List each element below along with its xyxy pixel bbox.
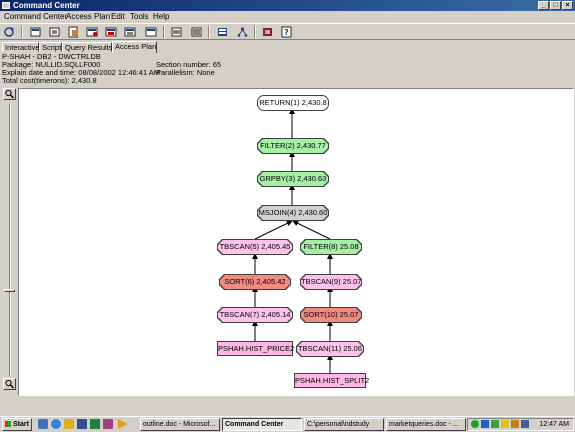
plan-edges bbox=[252, 108, 333, 373]
magnifier-icon bbox=[5, 89, 14, 99]
desktop-icon[interactable] bbox=[38, 419, 48, 429]
tray-db2-icon[interactable] bbox=[491, 420, 499, 428]
table-hist-split2[interactable]: PSHAH.HIST_SPLIT2 bbox=[294, 373, 369, 388]
tray-network-icon[interactable] bbox=[471, 420, 479, 428]
details-icon[interactable] bbox=[124, 26, 137, 38]
zoom-in-button[interactable] bbox=[3, 88, 16, 100]
taskbar-command-center[interactable]: Command Center bbox=[222, 418, 302, 431]
title-bar: Command Center _ □ × bbox=[0, 0, 575, 11]
print-icon[interactable] bbox=[145, 26, 158, 38]
node-tbscan-11[interactable]: TBSCAN(11) 25.06 bbox=[297, 342, 363, 356]
section-number-label: Section number: 65 bbox=[156, 60, 222, 69]
plan-info-panel: P-SHAH - DB2 - DWCTRLDB Package: NULLID.… bbox=[2, 53, 572, 87]
taskbar-outline-doc[interactable]: outline.doc - Microsof... bbox=[140, 418, 220, 431]
menu-command-center[interactable]: Command Center bbox=[4, 12, 68, 21]
parallelism-label: Parallelism: None bbox=[156, 68, 215, 77]
ie-icon[interactable] bbox=[51, 419, 61, 429]
clock[interactable]: 12:47 AM bbox=[539, 421, 569, 428]
access-plan-graph[interactable]: RETURN(1) 2,430.8 FILTER(2) 2,430.77 GRP… bbox=[18, 88, 574, 396]
maximize-button[interactable]: □ bbox=[550, 1, 561, 10]
open-icon[interactable] bbox=[29, 26, 42, 38]
query-icon[interactable] bbox=[86, 26, 99, 38]
tab-interactive[interactable]: Interactive bbox=[2, 42, 40, 52]
svg-text:?: ? bbox=[284, 28, 289, 37]
windows-logo-icon bbox=[5, 421, 11, 428]
tab-script[interactable]: Script bbox=[39, 42, 62, 52]
node-sort-10[interactable]: SORT(10) 25.07 bbox=[301, 308, 361, 322]
node-filter-2[interactable]: FILTER(2) 2,430.77 bbox=[258, 139, 328, 153]
taskbar-marketqueries-doc[interactable]: marketqueries.doc - ... bbox=[386, 418, 466, 431]
app-icon bbox=[2, 2, 10, 9]
menu-edit[interactable]: Edit bbox=[111, 12, 125, 21]
node-return[interactable]: RETURN(1) 2,430.8 bbox=[257, 95, 329, 111]
tray-app-icon[interactable] bbox=[481, 420, 489, 428]
menu-help[interactable]: Help bbox=[153, 12, 170, 21]
zoom-slider bbox=[1, 88, 17, 396]
menu-access-plan[interactable]: Access Plan bbox=[66, 12, 111, 21]
word-icon[interactable] bbox=[77, 419, 87, 429]
script-icon[interactable] bbox=[67, 26, 80, 38]
tab-access-plan[interactable]: Access Plan bbox=[112, 41, 157, 53]
tab-strip: Interactive Script Query Results Access … bbox=[0, 41, 575, 53]
menu-tools[interactable]: Tools bbox=[130, 12, 149, 21]
help-icon[interactable]: ? bbox=[280, 26, 293, 38]
tray-monitor-icon[interactable] bbox=[521, 420, 529, 428]
zoom-track[interactable] bbox=[9, 104, 11, 376]
close-button[interactable]: × bbox=[562, 1, 573, 10]
outlook-icon[interactable] bbox=[64, 419, 74, 429]
node-msjoin-4[interactable]: MSJOIN(4) 2,430.60 bbox=[258, 206, 328, 220]
magnifier-icon bbox=[5, 379, 14, 389]
save-icon[interactable] bbox=[48, 26, 61, 38]
total-cost-label: Total cost(timerons): 2,430.8 bbox=[2, 76, 97, 85]
node-sort-6[interactable]: SORT(6) 2,405.42 bbox=[220, 275, 290, 289]
excel-icon[interactable] bbox=[90, 419, 100, 429]
edge-tbscan5-msjoin4 bbox=[254, 220, 293, 240]
minimize-button[interactable]: _ bbox=[538, 1, 549, 10]
tray-volume-icon[interactable] bbox=[501, 420, 509, 428]
taskbar: Start outline.doc - Microsof... Command … bbox=[0, 416, 575, 432]
start-button[interactable]: Start bbox=[2, 418, 32, 431]
node-tbscan-5[interactable]: TBSCAN(5) 2,405.45 bbox=[218, 240, 292, 254]
copy-icon[interactable] bbox=[105, 26, 118, 38]
refresh-icon[interactable] bbox=[3, 26, 16, 38]
node-tbscan-7[interactable]: TBSCAN(7) 2,405.14 bbox=[218, 308, 292, 322]
tab-query-results[interactable]: Query Results bbox=[62, 42, 113, 52]
stop-icon[interactable] bbox=[261, 26, 274, 38]
app-icon-2[interactable] bbox=[103, 419, 113, 429]
toolbar: ? bbox=[0, 23, 575, 40]
node-tbscan-9[interactable]: TBSCAN(9) 25.07 bbox=[301, 275, 361, 289]
zoom-out-button[interactable] bbox=[3, 378, 16, 390]
graph-icon[interactable] bbox=[170, 26, 183, 38]
tree-icon[interactable] bbox=[236, 26, 249, 38]
node-filter-8[interactable]: FILTER(8) 25.08 bbox=[301, 240, 361, 254]
tray-tool-icon[interactable] bbox=[511, 420, 519, 428]
database-label: P-SHAH - DB2 - DWCTRLDB bbox=[2, 52, 101, 61]
node-grpby-3[interactable]: GRPBY(3) 2,430.63 bbox=[258, 172, 328, 186]
statistics-icon[interactable] bbox=[190, 26, 203, 38]
edge-filter8-msjoin4 bbox=[292, 220, 331, 240]
book-icon[interactable] bbox=[216, 26, 229, 38]
window-title: Command Center bbox=[13, 1, 80, 10]
table-hist-price2[interactable]: PSHAH.HIST_PRICE2 bbox=[217, 341, 294, 356]
taskbar-explorer-folder[interactable]: C:\personal\ndstudy bbox=[304, 418, 384, 431]
more-icon[interactable] bbox=[118, 419, 128, 429]
menu-bar: Command Center Access Plan Edit Tools He… bbox=[0, 11, 575, 22]
explain-date-label: Explain date and time: 08/08/2002 12:46:… bbox=[2, 68, 161, 77]
system-tray: 12:47 AM bbox=[467, 418, 574, 431]
package-label: Package: NULLID.SQLLF000 bbox=[2, 60, 101, 69]
zoom-thumb[interactable] bbox=[4, 289, 15, 292]
